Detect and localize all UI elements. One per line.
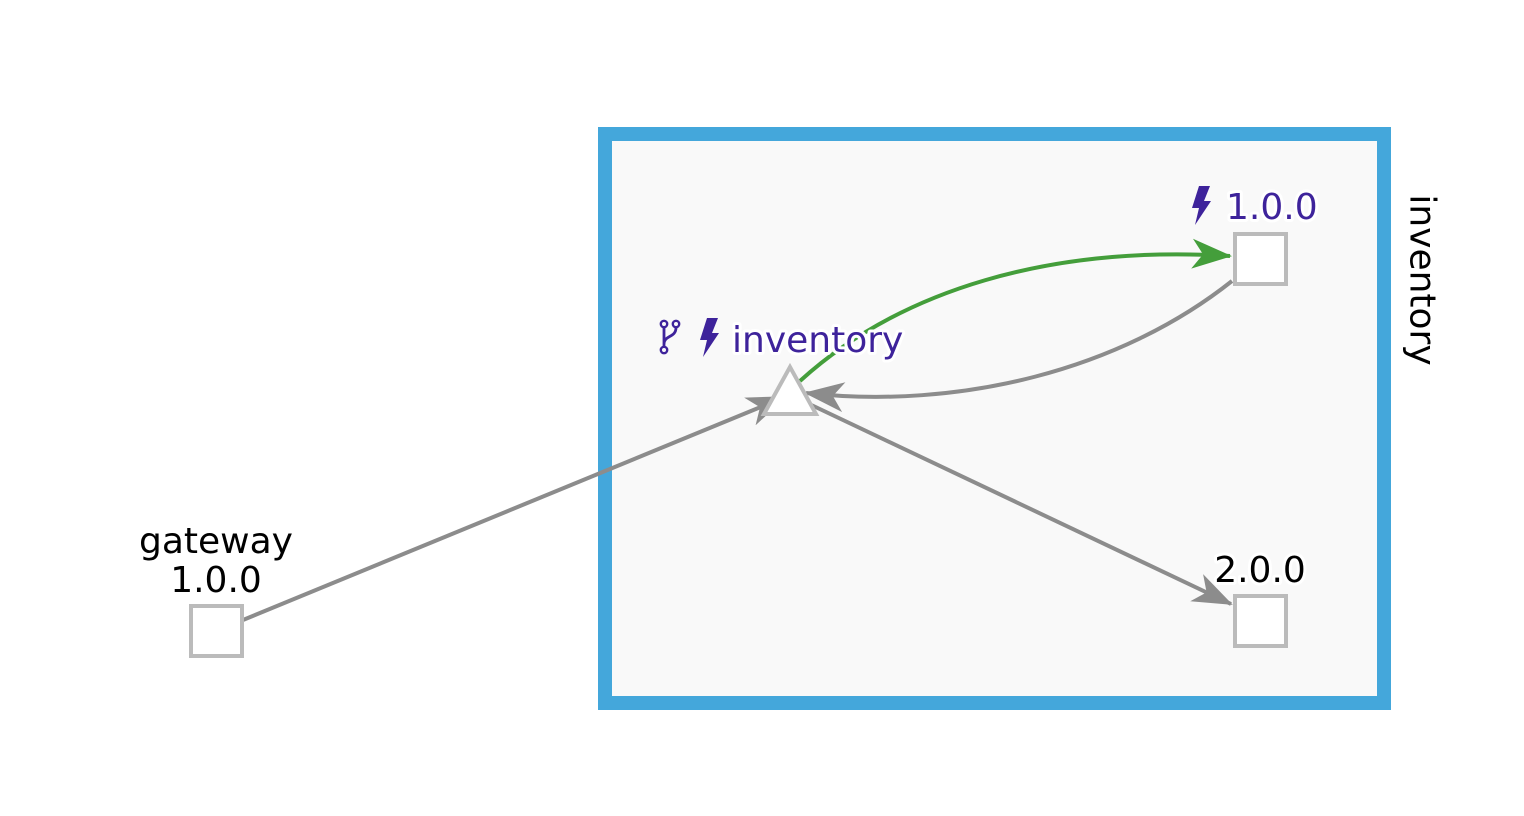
node-label-gateway: gateway [139, 521, 293, 562]
node-label-inventory-v1: 1.0.0 [1226, 187, 1318, 228]
branch-icon [659, 319, 681, 355]
app-box-label: inventory [1402, 194, 1443, 365]
node-inventory-2-0-0[interactable] [1233, 594, 1288, 648]
edge-v1-to-inventory[interactable] [804, 279, 1234, 413]
node-gateway-1-0-0[interactable] [189, 604, 244, 658]
lightning-icon [1192, 186, 1211, 225]
edge-inventory-to-v2[interactable] [804, 400, 1233, 606]
node-inventory-1-0-0[interactable] [1233, 232, 1288, 286]
edge-inventory-to-v1[interactable] [798, 238, 1232, 383]
node-inventory-service[interactable] [760, 362, 820, 416]
node-label-gateway-version: 1.0.0 [170, 560, 262, 601]
lightning-icon [700, 318, 719, 357]
node-label-inventory-v2: 2.0.0 [1214, 550, 1306, 591]
node-label-inventory-service: inventory [732, 320, 903, 361]
edge-gateway-to-inventory[interactable] [242, 395, 787, 622]
